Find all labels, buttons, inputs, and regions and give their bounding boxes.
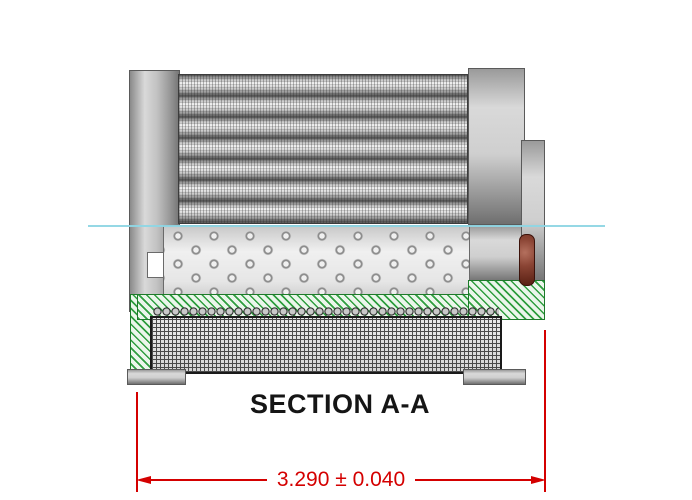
- dimension-label: 3.290 ± 0.040: [276, 467, 406, 491]
- left-foot: [127, 369, 186, 385]
- section-label: SECTION A-A: [250, 389, 430, 419]
- right-cap-lower: [468, 225, 522, 283]
- right-foot: [463, 369, 526, 385]
- right-end-cap: [468, 68, 525, 225]
- dimension-segment-left: [151, 479, 267, 481]
- dimension-line: 3.290 ± 0.040: [136, 467, 547, 491]
- oring-seal: [519, 234, 535, 286]
- filter-media: [178, 74, 468, 224]
- left-cap-notch: [147, 252, 164, 278]
- centerline: [88, 225, 605, 227]
- mesh-scallop-edge: [153, 307, 499, 316]
- dimension-segment-right: [415, 479, 532, 481]
- dimension-arrow-right: [531, 476, 547, 484]
- extension-line-left: [136, 392, 138, 492]
- dimension-arrow-left: [136, 476, 151, 484]
- hatch-right-block: [468, 280, 545, 320]
- extension-line-right: [544, 330, 546, 492]
- wire-mesh: [150, 316, 502, 374]
